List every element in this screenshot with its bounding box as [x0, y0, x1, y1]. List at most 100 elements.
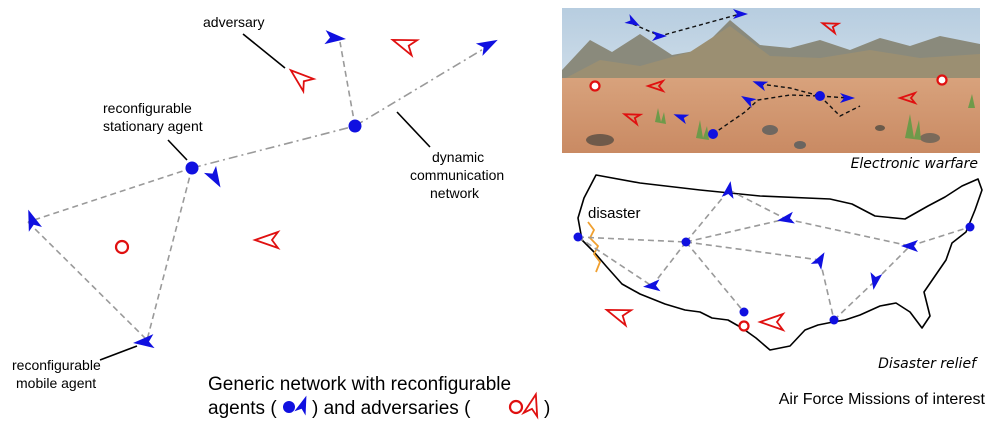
adversary-stationary [936, 74, 948, 86]
stationary-agent [965, 222, 975, 232]
label-adversary: adversary [203, 14, 264, 30]
adversary-stationary [589, 80, 601, 92]
label-dynamic-2: communication [410, 167, 504, 183]
link-left [27, 167, 193, 223]
adversary-icon [757, 312, 786, 332]
stationary-agent-right [348, 119, 362, 133]
label-stationary-2: stationary agent [103, 118, 203, 134]
mobile-agent-icon [752, 81, 769, 92]
caption-electronic-warfare: Electronic warfare [851, 156, 978, 172]
adversary-stationary [114, 239, 130, 255]
adversary-icon [252, 230, 281, 250]
shrub [696, 120, 709, 140]
link-upper-right [354, 47, 486, 127]
map-link [685, 218, 787, 243]
stationary-agent [829, 315, 839, 325]
caption-missions: Air Force Missions of interest [779, 391, 986, 408]
rock [875, 125, 885, 131]
adversary-icon [390, 38, 421, 58]
mobile-agent-icon [203, 165, 221, 188]
caption-generic-line2a: agents ( [208, 398, 277, 419]
leader-adversary [242, 33, 286, 69]
mobile-agent-icon [643, 279, 661, 292]
link-ground-3 [819, 95, 861, 117]
link-ground [712, 94, 849, 135]
adversary-stationary [738, 320, 750, 332]
us-outline [577, 174, 983, 351]
mobile-agent-icon [777, 211, 795, 224]
legend-agent-dot [283, 401, 295, 413]
mobile-agent-icon [733, 9, 748, 19]
stationary-agent [573, 232, 583, 242]
map-link [685, 241, 821, 261]
mobile-agent-icon [673, 114, 690, 125]
adversary-icon [645, 79, 666, 93]
map-link [685, 189, 730, 243]
map-link [728, 189, 787, 220]
map-link [577, 236, 687, 243]
disaster-relief-map: disaster [573, 174, 983, 351]
generic-network: adversary reconfigurable stationary agen… [12, 14, 550, 420]
caption-generic-line2b: ) and adversaries ( [312, 398, 471, 419]
mobile-agent-icon [28, 209, 42, 232]
caption-disaster-relief: Disaster relief [878, 356, 978, 372]
mobile-agent-icon [840, 93, 855, 103]
link-down [146, 167, 193, 341]
adversary-icon [604, 308, 635, 328]
mobile-agent-icon [652, 31, 667, 41]
adversary-icon [621, 113, 644, 127]
label-dynamic-3: network [430, 185, 480, 201]
shrub [655, 108, 666, 124]
leader-stationary [167, 139, 188, 161]
link-bottom [27, 221, 148, 341]
legend-adversary-dot [508, 399, 524, 415]
label-mobile-1: reconfigurable [12, 357, 101, 373]
leader-dynamic [396, 111, 431, 148]
label-stationary-1: reconfigurable [103, 100, 192, 116]
adversary-icon [897, 91, 918, 105]
stationary-agent [681, 237, 691, 247]
mobile-agent-icon [901, 240, 918, 252]
mobile-agent-icon [133, 334, 155, 349]
map-link [785, 218, 911, 247]
caption-generic-line2c: ) [544, 398, 550, 419]
link-mid [191, 125, 356, 169]
disaster-zone [587, 221, 602, 273]
stationary-agent [739, 307, 749, 317]
adversary-icon [288, 68, 317, 95]
stationary-agent [815, 91, 825, 101]
map-link [909, 226, 971, 247]
electronic-warfare-scene [562, 8, 980, 153]
link-ground-2 [759, 83, 821, 97]
stationary-agent [708, 129, 718, 139]
mobile-agent-icon [324, 30, 346, 45]
shrub [905, 114, 921, 140]
legend-adversary-icon [521, 391, 539, 420]
mobile-agent-icon [810, 252, 825, 270]
mobile-agent-icon [741, 96, 757, 108]
rock [794, 141, 806, 149]
rock [762, 125, 778, 135]
caption-generic-line1: Generic network with reconfigurable [208, 374, 511, 395]
label-disaster: disaster [588, 205, 641, 222]
mobile-agent-icon [475, 39, 498, 56]
map-link [819, 259, 835, 321]
mountains-near [562, 26, 980, 84]
mobile-agent-icon [721, 181, 734, 199]
adversary-icon [819, 22, 842, 36]
map-link [874, 245, 911, 282]
link-up [339, 41, 356, 127]
stationary-agent-left [185, 161, 199, 175]
legend-agent-icon [294, 395, 307, 416]
desert-ground [562, 78, 980, 153]
map-link [577, 236, 653, 287]
label-dynamic-1: dynamic [432, 149, 484, 165]
rock [920, 133, 940, 143]
mobile-agent-icon [870, 272, 883, 290]
rock [586, 134, 614, 146]
shrub [968, 94, 975, 108]
map-link [685, 241, 745, 313]
label-mobile-2: mobile agent [16, 375, 96, 391]
mobile-agent-icon [624, 14, 640, 26]
